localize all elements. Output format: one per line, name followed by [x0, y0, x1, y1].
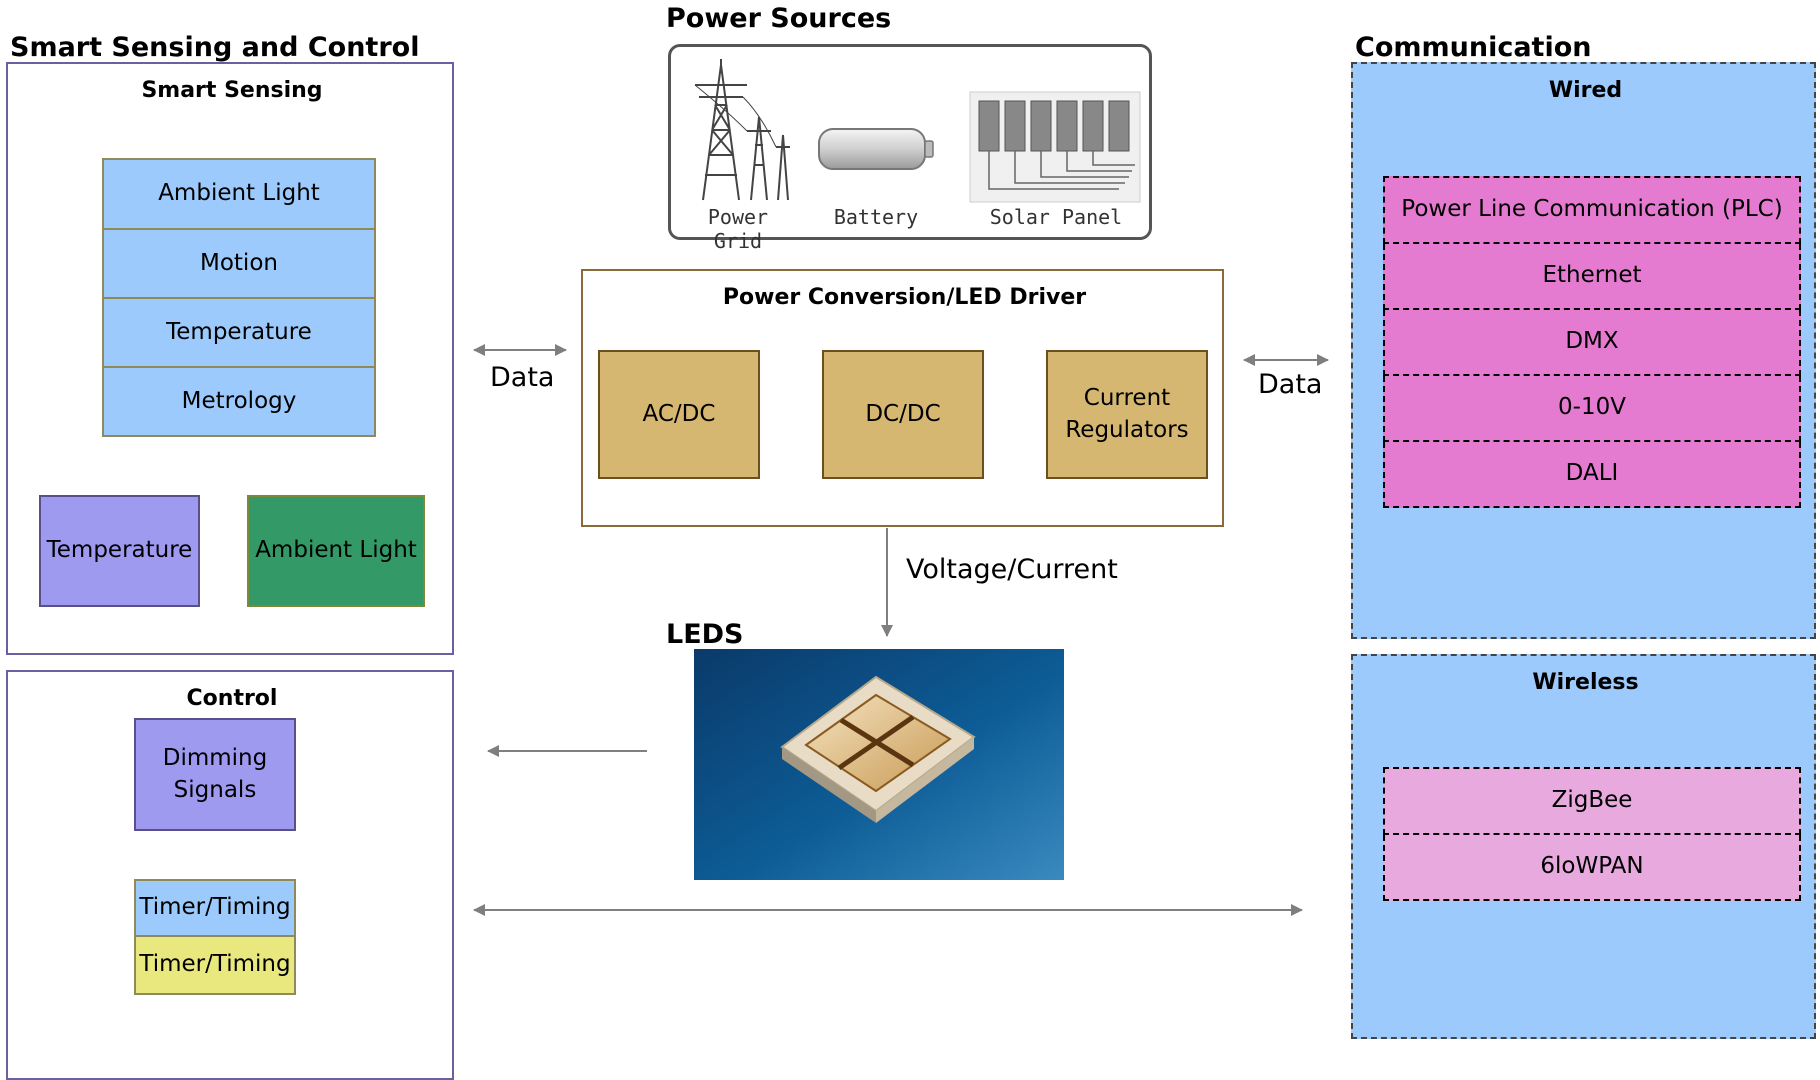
smart-sensing-control-title: Smart Sensing and Control — [10, 32, 420, 63]
sensor-ambient-light: Ambient Light — [102, 158, 376, 230]
communication-title: Communication — [1355, 32, 1592, 63]
wired-title: Wired — [1548, 78, 1623, 103]
wired-dmx: DMX — [1383, 310, 1801, 376]
sensor-metrology: Metrology — [102, 368, 376, 437]
wired-ethernet: Ethernet — [1383, 244, 1801, 310]
wired-panel: Wired Power Line Communication (PLC) Eth… — [1351, 62, 1816, 639]
wireless-title: Wireless — [1532, 670, 1639, 695]
wireless-zigbee: ZigBee — [1383, 767, 1801, 835]
power-grid-icon — [694, 59, 790, 201]
leds-title: LEDS — [666, 619, 744, 650]
smart-sensing-panel: Smart Sensing Ambient Light Motion Tempe… — [6, 62, 454, 655]
battery-icon — [818, 128, 934, 170]
wireless-6lowpan: 6loWPAN — [1383, 835, 1801, 901]
led-driver-title: Power Conversion/LED Driver — [722, 285, 1087, 310]
wired-list: Power Line Communication (PLC) Ethernet … — [1383, 176, 1801, 508]
wireless-list: ZigBee 6loWPAN — [1383, 767, 1801, 901]
sensor-temperature: Temperature — [102, 299, 376, 368]
led-driver-panel: Power Conversion/LED Driver AC/DC DC/DC … — [581, 269, 1224, 527]
temperature-sensor-box: Temperature — [39, 495, 200, 607]
ambient-light-sensor-box: Ambient Light — [247, 495, 425, 607]
timer-stack: Timer/Timing Timer/Timing — [134, 879, 296, 995]
solar-panel-icon — [969, 91, 1141, 203]
dc-dc-block: DC/DC — [822, 350, 984, 479]
sensor-motion: Motion — [102, 230, 376, 299]
dimming-signals-box: Dimming Signals — [134, 718, 296, 831]
wired-plc: Power Line Communication (PLC) — [1383, 176, 1801, 244]
wireless-panel: Wireless ZigBee 6loWPAN — [1351, 654, 1816, 1039]
solar-panel-label: Solar Panel — [989, 205, 1123, 229]
power-sources-panel: Power Grid Battery Solar Panel — [668, 44, 1152, 253]
sensor-stack: Ambient Light Motion Temperature Metrolo… — [102, 158, 376, 437]
battery-label: Battery — [833, 205, 919, 229]
control-title: Control — [186, 686, 278, 711]
power-grid-label: Power Grid — [707, 205, 769, 253]
ac-dc-block: AC/DC — [598, 350, 760, 479]
control-panel: Control Dimming Signals Timer/Timing Tim… — [6, 670, 454, 1080]
voltage-current-label: Voltage/Current — [906, 554, 1118, 585]
smart-sensing-title: Smart Sensing — [141, 78, 323, 103]
wired-dali: DALI — [1383, 442, 1801, 508]
current-regulators-block: Current Regulators — [1046, 350, 1208, 479]
timer-timing-bottom: Timer/Timing — [134, 937, 296, 995]
data-label-left: Data — [490, 362, 555, 393]
timer-timing-top: Timer/Timing — [134, 879, 296, 937]
wired-0-10v: 0-10V — [1383, 376, 1801, 442]
data-label-right: Data — [1258, 369, 1323, 400]
led-chip-image — [694, 649, 1064, 880]
power-sources-title: Power Sources — [666, 3, 892, 34]
